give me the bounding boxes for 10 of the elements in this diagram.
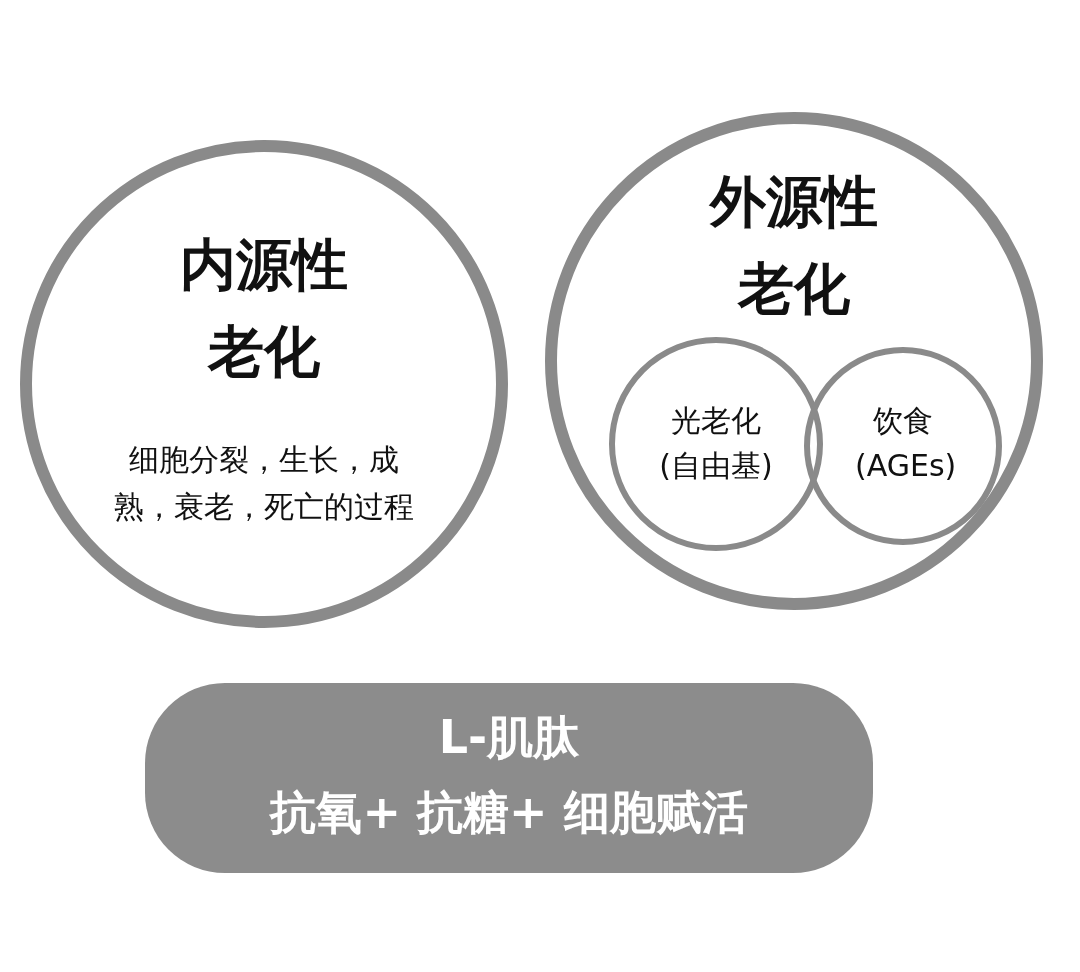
circle-heading: 外源性老化 bbox=[708, 168, 879, 323]
circle-region bbox=[609, 337, 823, 551]
circle-heading: 内源性老化 bbox=[179, 231, 349, 386]
circle-label: 光老化(自由基) bbox=[658, 402, 774, 485]
circle-region bbox=[20, 140, 508, 628]
circle-region bbox=[545, 112, 1043, 610]
description-text: 细胞分裂，生长，成熟，衰老，死亡的过程 bbox=[113, 441, 415, 526]
banner-heading: L-肌肽 bbox=[437, 709, 581, 766]
banner-text: 抗氧+ 抗糖+ 细胞赋活 bbox=[268, 784, 749, 841]
circle-region bbox=[804, 347, 1002, 545]
